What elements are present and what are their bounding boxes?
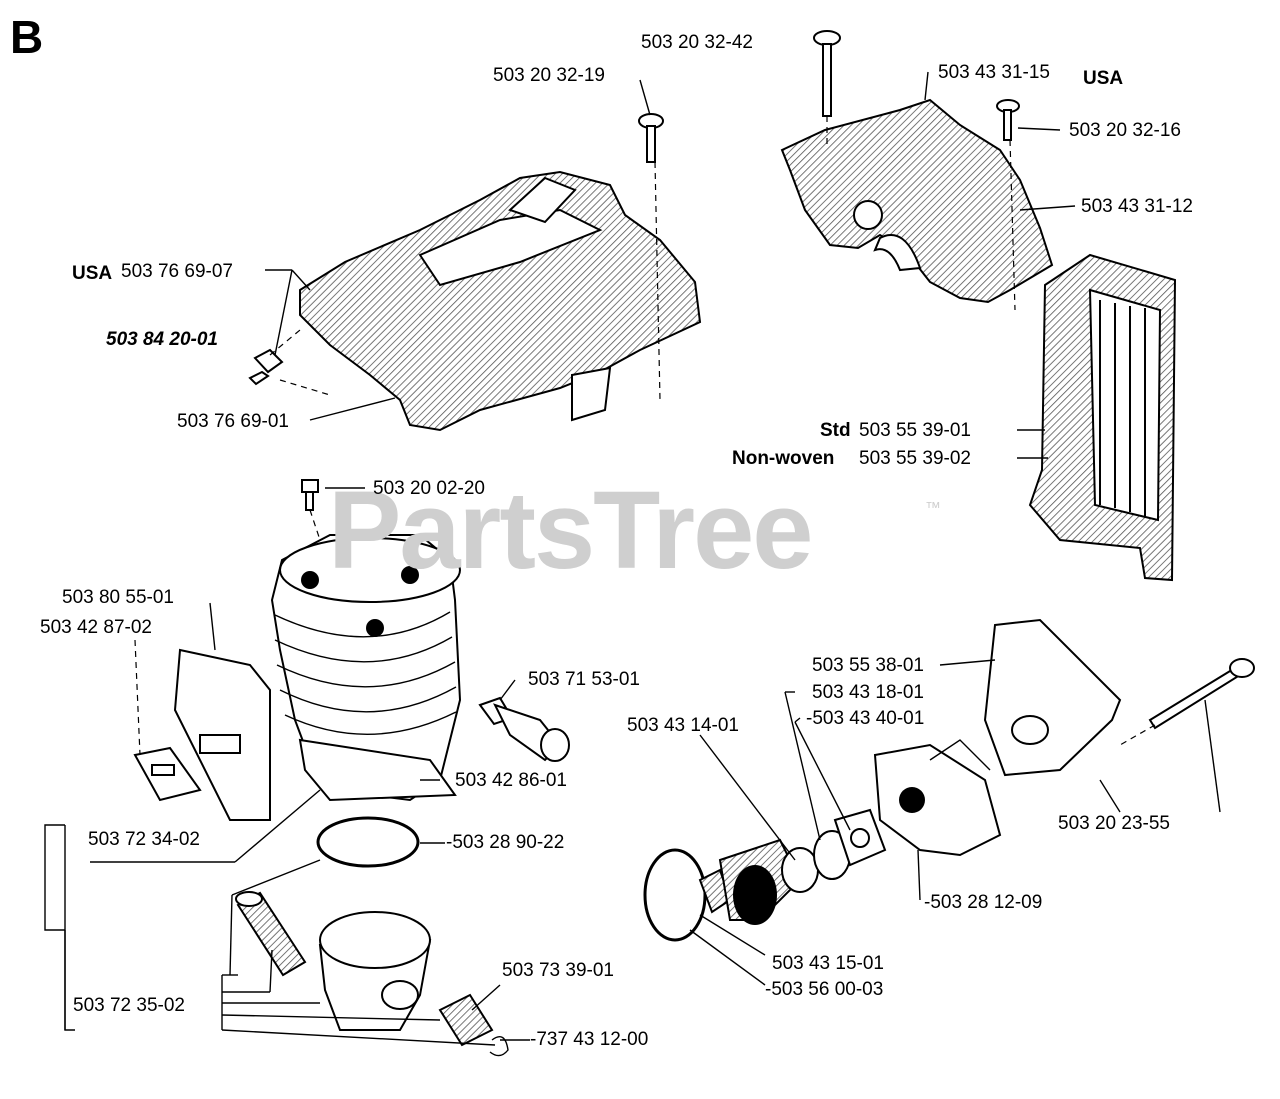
label-503723402: 503 72 34-02: [88, 829, 200, 850]
gasket-503805501: [173, 648, 271, 821]
label-503766907: 503 76 69-07: [121, 261, 233, 282]
label-503202355: 503 20 23-55: [1058, 813, 1170, 834]
label-503842001: 503 84 20-01: [106, 329, 218, 350]
needle-bearing-part: [438, 993, 494, 1047]
watermark-tm: ™: [925, 500, 941, 517]
label-503428601: 503 42 86-01: [455, 770, 567, 791]
label-503431501: 503 43 15-01: [772, 953, 884, 974]
leader-lines: [90, 71, 1221, 1046]
screw-503203242: [813, 30, 841, 117]
kit-bracket: [44, 824, 75, 1031]
intake-ring-503431401: [781, 847, 819, 893]
section-letter: B: [10, 11, 44, 63]
label-503553801: 503 55 38-01: [812, 655, 924, 676]
label-503431401: 503 43 14-01: [627, 715, 739, 736]
air-filter-part: [1028, 253, 1177, 582]
label-503553901: 503 55 39-01: [859, 420, 971, 441]
label-503766901: 503 76 69-01: [177, 411, 289, 432]
label-usa-left: USA: [72, 263, 113, 284]
label-503289022: -503 28 90-22: [446, 832, 565, 853]
carburetor-part: [873, 739, 1002, 857]
label-503203219: 503 20 32-19: [493, 65, 605, 86]
label-nonwoven: Non-woven: [732, 448, 835, 469]
label-503281209: -503 28 12-09: [924, 892, 1043, 913]
screw-503200220: [301, 479, 319, 511]
label-503434001: -503 43 40-01: [806, 708, 925, 729]
screw-503203216: [996, 99, 1020, 141]
label-737431200: -737 43 12-00: [530, 1029, 649, 1050]
watermark-brand: PartsTree: [328, 469, 813, 592]
intake-clamp-part: [643, 848, 732, 942]
label-503715301: 503 71 53-01: [528, 669, 640, 690]
label-503203242: 503 20 32-42: [641, 32, 753, 53]
label-503203216: 503 20 32-16: [1069, 120, 1181, 141]
label-503428702: 503 42 87-02: [40, 617, 152, 638]
screw-503203219: [638, 113, 664, 163]
piston-ring-part: [316, 816, 420, 868]
top-cover-part: [299, 170, 702, 432]
alignment-lines: [134, 116, 1156, 756]
label-503805501: 503 80 55-01: [62, 587, 174, 608]
label-503433115: 503 43 31-15: [938, 62, 1050, 83]
piston-part: [318, 911, 432, 1031]
label-503733901: 503 73 39-01: [502, 960, 614, 981]
label-503560003: -503 56 00-03: [765, 979, 884, 1000]
label-503433112: 503 43 31-12: [1081, 196, 1193, 217]
plug-nipple-part: [248, 348, 284, 386]
label-503553902: 503 55 39-02: [859, 448, 971, 469]
label-503431801: 503 43 18-01: [812, 682, 924, 703]
label-503200220: 503 20 02-20: [373, 478, 485, 499]
cylinder-part: [270, 534, 462, 802]
label-usa-top: USA: [1083, 68, 1124, 89]
bolt-503202355: [1148, 658, 1255, 730]
label-503723502: 503 72 35-02: [73, 995, 185, 1016]
filter-base-part: [983, 618, 1122, 777]
decomp-valve-part: [478, 696, 570, 762]
piston-pin-part: [235, 891, 307, 977]
gasket-503428702: [133, 746, 202, 802]
circlip-part: [489, 1036, 509, 1057]
label-std: Std: [820, 420, 851, 441]
right-cover-part: [780, 98, 1054, 304]
intake-boot-part: [718, 838, 802, 925]
